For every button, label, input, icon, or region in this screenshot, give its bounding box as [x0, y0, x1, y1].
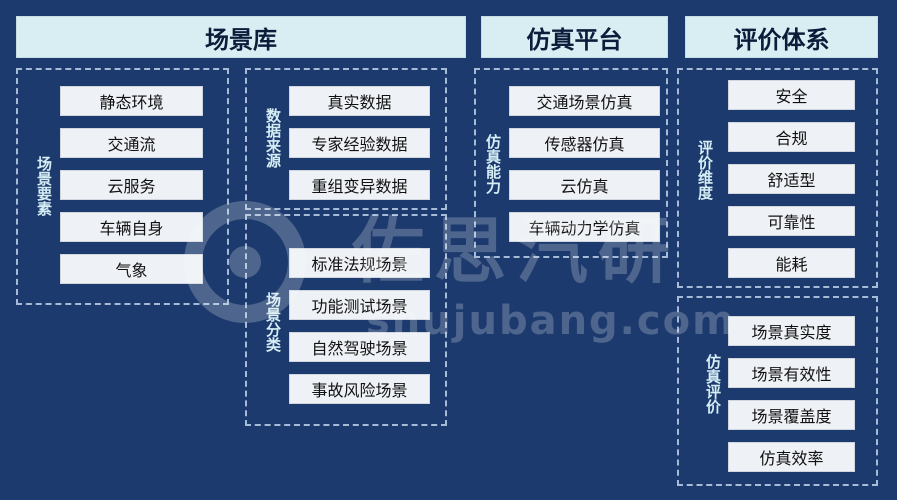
data-source-item: 重组变异数据 — [289, 170, 430, 200]
evaluation-dimension-item: 合规 — [728, 122, 855, 152]
group-evaluation-dimensions — [677, 68, 878, 288]
simulation-capability-item: 云仿真 — [509, 170, 660, 200]
label-evaluation-dimensions: 评价维度 — [696, 140, 714, 200]
simulation-capability-item: 车辆动力学仿真 — [509, 212, 660, 242]
scene-element-item: 静态环境 — [60, 86, 203, 116]
scene-class-item: 自然驾驶场景 — [289, 332, 430, 362]
header-evaluation-system: 评价体系 — [685, 16, 878, 58]
scene-element-item: 云服务 — [60, 170, 203, 200]
header-scene-library: 场景库 — [16, 16, 466, 58]
simulation-capability-item: 交通场景仿真 — [509, 86, 660, 116]
evaluation-dimension-item: 可靠性 — [728, 206, 855, 236]
scene-element-item: 气象 — [60, 254, 203, 284]
data-source-item: 专家经验数据 — [289, 128, 430, 158]
evaluation-dimension-item: 能耗 — [728, 248, 855, 278]
label-data-sources: 数据来源 — [264, 108, 282, 168]
simulation-evaluation-item: 场景覆盖度 — [728, 400, 855, 430]
scene-class-item: 功能测试场景 — [289, 290, 430, 320]
group-simulation-capabilities — [474, 68, 668, 258]
header-simulation-platform: 仿真平台 — [481, 16, 668, 58]
scene-element-item: 车辆自身 — [60, 212, 203, 242]
label-scene-elements: 场景要素 — [35, 156, 53, 216]
simulation-capability-item: 传感器仿真 — [509, 128, 660, 158]
group-scene-elements — [16, 68, 229, 305]
simulation-evaluation-item: 仿真效率 — [728, 442, 855, 472]
scene-element-item: 交通流 — [60, 128, 203, 158]
data-source-item: 真实数据 — [289, 86, 430, 116]
label-simulation-evaluation: 仿真评价 — [704, 354, 722, 414]
scene-class-item: 标准法规场景 — [289, 248, 430, 278]
label-simulation-capabilities: 仿真能力 — [484, 134, 502, 194]
scene-class-item: 事故风险场景 — [289, 374, 430, 404]
evaluation-dimension-item: 安全 — [728, 80, 855, 110]
simulation-evaluation-item: 场景有效性 — [728, 358, 855, 388]
group-simulation-evaluation — [677, 296, 878, 486]
evaluation-dimension-item: 舒适型 — [728, 164, 855, 194]
group-data-sources — [245, 68, 447, 210]
group-scene-classes — [245, 214, 447, 426]
label-scene-classes: 场景分类 — [264, 292, 282, 352]
simulation-evaluation-item: 场景真实度 — [728, 316, 855, 346]
